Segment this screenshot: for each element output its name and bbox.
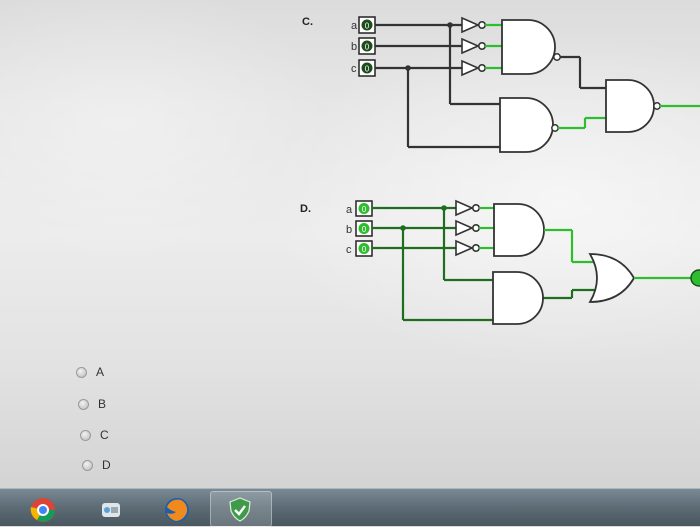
circuit-d-label: D. — [300, 203, 311, 215]
radio-button[interactable] — [76, 366, 87, 378]
input-c-b[interactable]: 0 — [358, 37, 376, 55]
app-icon[interactable] — [96, 495, 126, 523]
input-value: 0 — [365, 65, 370, 74]
shield-icon[interactable] — [225, 495, 255, 523]
option-d[interactable]: D — [82, 458, 111, 472]
input-label-c: c — [346, 244, 352, 256]
option-label: B — [98, 397, 107, 411]
circuit-c-label: C. — [302, 16, 313, 28]
radio-button[interactable] — [82, 459, 93, 471]
option-label: D — [102, 458, 111, 472]
option-b[interactable]: B — [78, 397, 106, 411]
input-value: 0 — [365, 43, 370, 52]
input-label-c: c — [351, 63, 357, 75]
input-label-a: a — [351, 20, 358, 32]
input-c-c[interactable]: 0 — [358, 59, 376, 77]
firefox-icon[interactable] — [162, 495, 192, 523]
option-label: A — [96, 365, 105, 379]
option-label: C — [100, 428, 109, 442]
circuit-d: 0 0 0 a b c — [346, 199, 700, 325]
option-c[interactable]: C — [80, 428, 109, 442]
output-led — [690, 269, 700, 287]
input-label-b: b — [346, 224, 352, 236]
input-d-a[interactable]: 0 — [355, 200, 373, 217]
input-value: 0 — [362, 225, 367, 234]
input-c-a[interactable]: 0 — [358, 16, 376, 34]
input-value: 0 — [365, 22, 370, 31]
input-value: 0 — [362, 245, 367, 254]
circuit-c: 0 0 0 a b c — [351, 16, 700, 153]
radio-button[interactable] — [80, 429, 91, 441]
radio-button[interactable] — [78, 398, 89, 410]
input-value: 0 — [362, 205, 367, 214]
input-label-b: b — [351, 41, 357, 53]
taskbar — [0, 488, 700, 527]
chrome-icon[interactable] — [28, 495, 58, 523]
input-d-b[interactable]: 0 — [355, 220, 373, 237]
input-d-c[interactable]: 0 — [355, 240, 373, 257]
input-label-a: a — [346, 204, 353, 216]
option-a[interactable]: A — [76, 365, 104, 379]
